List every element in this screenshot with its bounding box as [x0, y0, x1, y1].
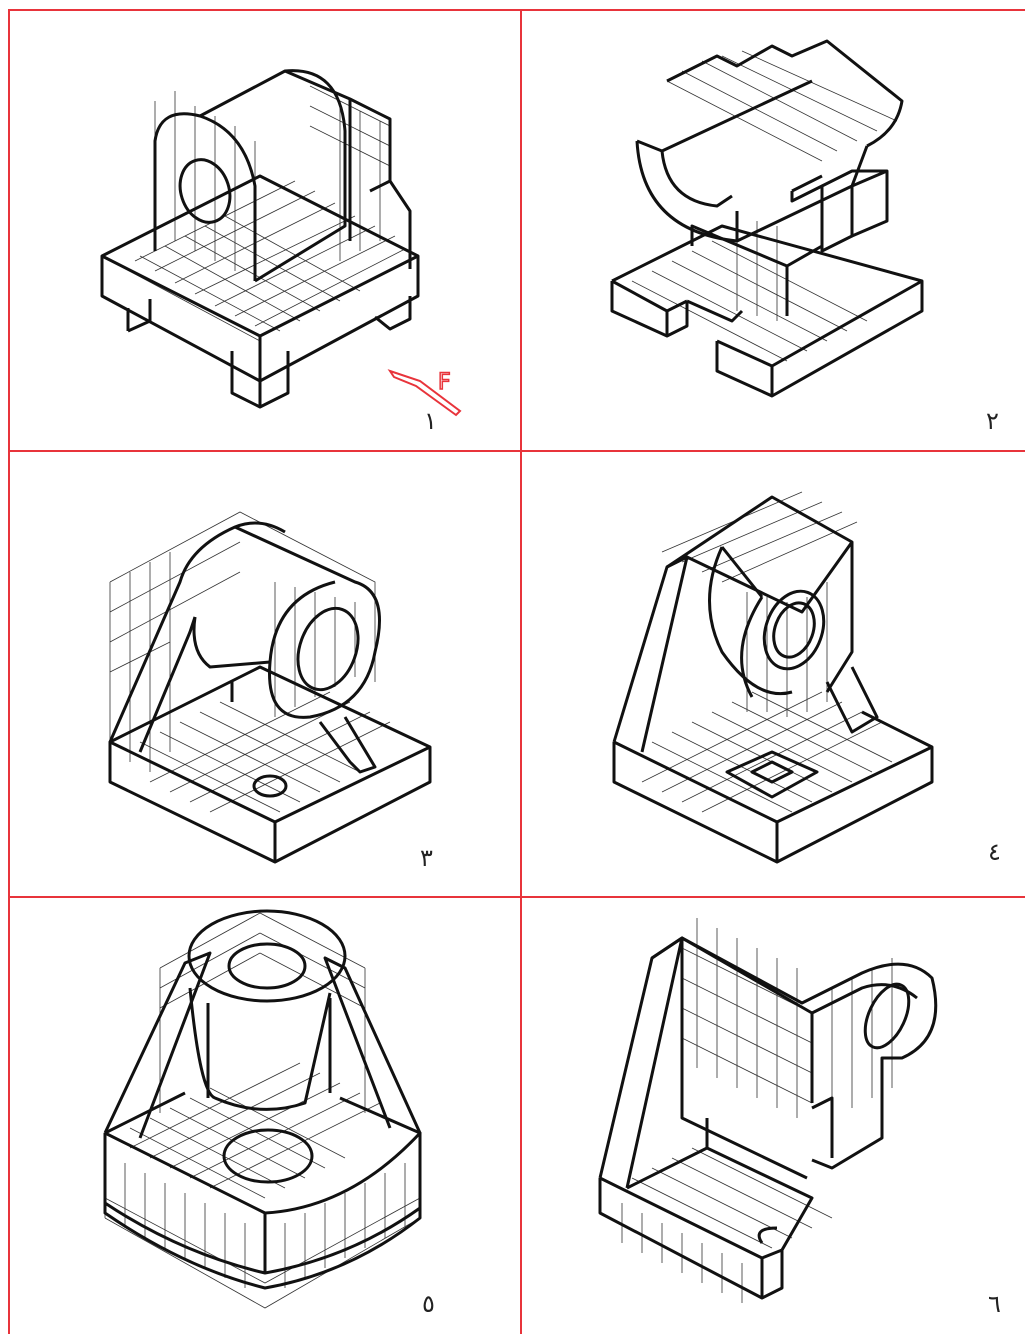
panel-3: ٣: [10, 452, 520, 896]
panel-number-1: ١: [424, 407, 437, 435]
outline-lines: [610, 39, 924, 398]
outline-lines: [598, 936, 938, 1300]
grid-lines: [631, 50, 898, 362]
view-arrow-letter: F: [438, 370, 451, 395]
grid-lines: [104, 912, 421, 1309]
grid-lines: [109, 511, 391, 813]
pillow-block-drawing: [612, 491, 934, 864]
panel-number-2: ٢: [986, 407, 999, 435]
outline-lines: [612, 495, 934, 864]
panel-2: ٢: [522, 11, 1025, 450]
panel-5: ٥: [10, 898, 520, 1334]
cylinder-bracket-drawing: [108, 511, 432, 864]
bearing-block-drawing: F: [100, 69, 462, 417]
angle-bracket-drawing: [598, 918, 938, 1303]
outline-lines: [100, 69, 420, 409]
panel-1: F ١: [10, 11, 520, 450]
saddle-support-drawing: [610, 39, 924, 398]
frame-left: [8, 9, 10, 1334]
frame-center-divider: [520, 9, 522, 1334]
outline-lines: [108, 521, 432, 864]
panel-number-3: ٣: [420, 844, 433, 872]
grid-lines: [621, 918, 893, 1303]
panel-number-5: ٥: [422, 1290, 435, 1318]
frame-row-divider-2: [8, 896, 1025, 898]
panel-4: ٤: [522, 452, 1025, 896]
outline-lines: [103, 909, 422, 1290]
panel-number-4: ٤: [988, 838, 1001, 866]
boss-with-ribs-drawing: [103, 909, 422, 1309]
frame-top: [8, 9, 1025, 11]
view-arrow: F: [387, 369, 462, 417]
panel-6: ٦: [522, 898, 1025, 1334]
frame-row-divider-1: [8, 450, 1025, 452]
panel-number-6: ٦: [988, 1290, 1001, 1318]
